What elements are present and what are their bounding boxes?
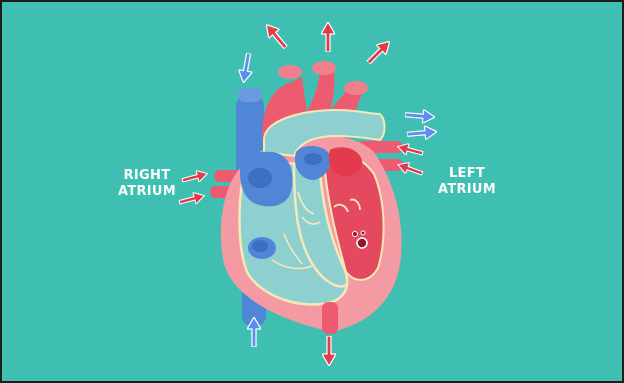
arrow-top-center [321, 22, 335, 52]
right-atrium-label-line1: RIGHT [114, 168, 180, 184]
arrow-right-blue-1 [404, 108, 435, 125]
right-atrium-label-line2: ATRIUM [114, 184, 180, 200]
blood-cell-large [357, 238, 367, 248]
left-atrium-label: LEFT ATRIUM [434, 166, 500, 198]
descending-aorta [322, 302, 338, 334]
arrow-top-blue [237, 52, 256, 84]
arrow-top-right [363, 36, 394, 67]
aorta-branch-1 [278, 65, 302, 79]
arrow-left-red-1 [181, 168, 209, 186]
arrow-left-red-2 [178, 190, 206, 208]
aorta-branch-3 [344, 81, 368, 95]
vena-cava-top [238, 88, 262, 102]
arrow-top-left [261, 20, 291, 52]
arrow-bottom-red [322, 336, 336, 366]
pulmonary-outflow-opening [304, 153, 322, 165]
lower-opening-inner [252, 240, 268, 252]
left-atrium-label-line2: ATRIUM [434, 182, 500, 198]
left-atrium-label-line1: LEFT [434, 166, 500, 182]
right-atrium-label: RIGHT ATRIUM [114, 168, 180, 200]
blood-cell-small-1 [353, 232, 358, 237]
arrow-right-blue-2 [406, 125, 437, 142]
blood-cell-small-2 [361, 231, 365, 235]
right-atrium-opening [248, 168, 272, 188]
aorta-branch-2 [312, 61, 336, 75]
